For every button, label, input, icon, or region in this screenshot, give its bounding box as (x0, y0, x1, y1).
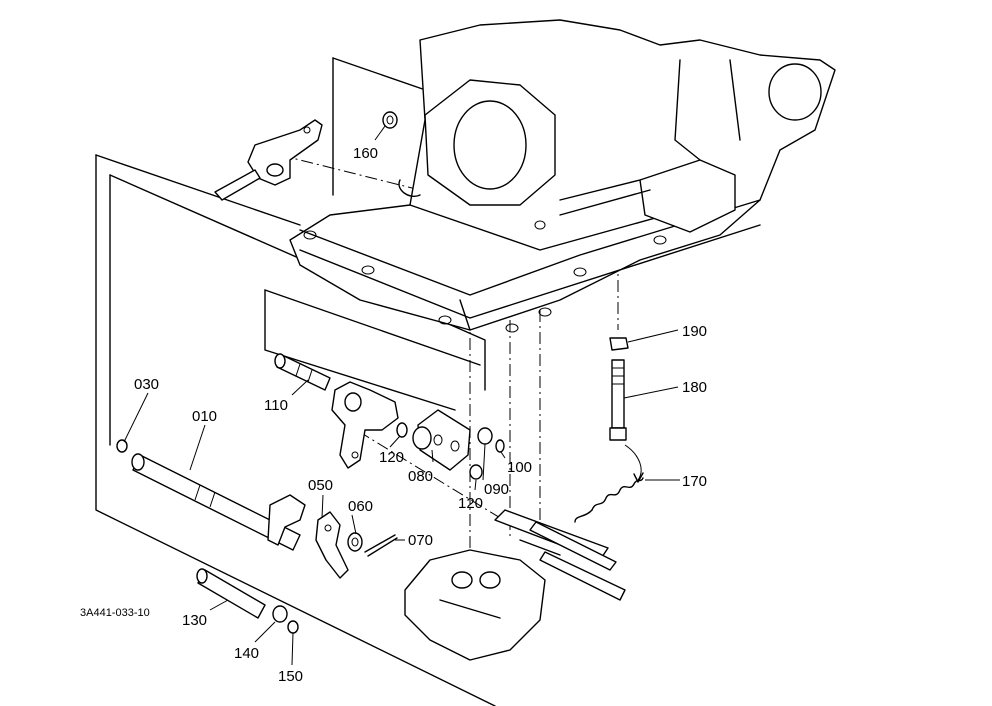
callout-010: 010 (192, 408, 217, 425)
part-190-nut (609, 337, 629, 351)
assembly-arrow-head (633, 472, 644, 483)
callout-130: 130 (182, 612, 207, 629)
callout-180: 180 (682, 379, 707, 396)
part-160-ring (382, 111, 398, 129)
callout-060: 060 (348, 498, 373, 515)
part-100-ring (495, 439, 505, 453)
part-050-lever (315, 511, 349, 579)
callout-050: 050 (308, 477, 333, 494)
assembly-arrow (624, 444, 642, 481)
group-outline-outer (95, 57, 496, 706)
callout-140: 140 (234, 645, 259, 662)
callout-070: 070 (408, 532, 433, 549)
part-180-bolt (609, 359, 627, 441)
housing (289, 19, 836, 333)
part-010-shaft (131, 453, 301, 551)
part-140-collar (272, 605, 288, 623)
callout-120-b: 120 (458, 495, 483, 512)
callout-110: 110 (264, 397, 288, 414)
callout-190: 190 (682, 323, 707, 340)
part-080-block (412, 409, 471, 471)
callout-030: 030 (134, 376, 159, 393)
leader-lines (123, 125, 680, 666)
callout-170: 170 (682, 473, 707, 490)
callout-120-a: 120 (379, 449, 404, 466)
part-060-washer (347, 532, 363, 552)
callout-080: 080 (408, 468, 433, 485)
part-120-washer-a (396, 422, 408, 438)
figure-code: 3A441-033-10 (80, 607, 150, 619)
valve-body (404, 509, 626, 661)
main-lever-bracket (331, 381, 399, 469)
part-010-arm (267, 494, 306, 546)
part-130-pin (196, 568, 266, 619)
part-090-collar (477, 427, 493, 445)
part-120-washer-b (469, 464, 483, 480)
part-170-spring (574, 477, 644, 523)
part-030-ring (116, 439, 128, 453)
callout-100: 100 (507, 459, 532, 476)
callout-090: 090 (484, 481, 509, 498)
part-070-pin (364, 534, 398, 557)
part-110-pin (274, 353, 331, 391)
upper-left-bracket (214, 119, 323, 201)
part-150-ring (287, 620, 299, 634)
callout-150: 150 (278, 668, 303, 685)
callout-160: 160 (353, 145, 378, 162)
